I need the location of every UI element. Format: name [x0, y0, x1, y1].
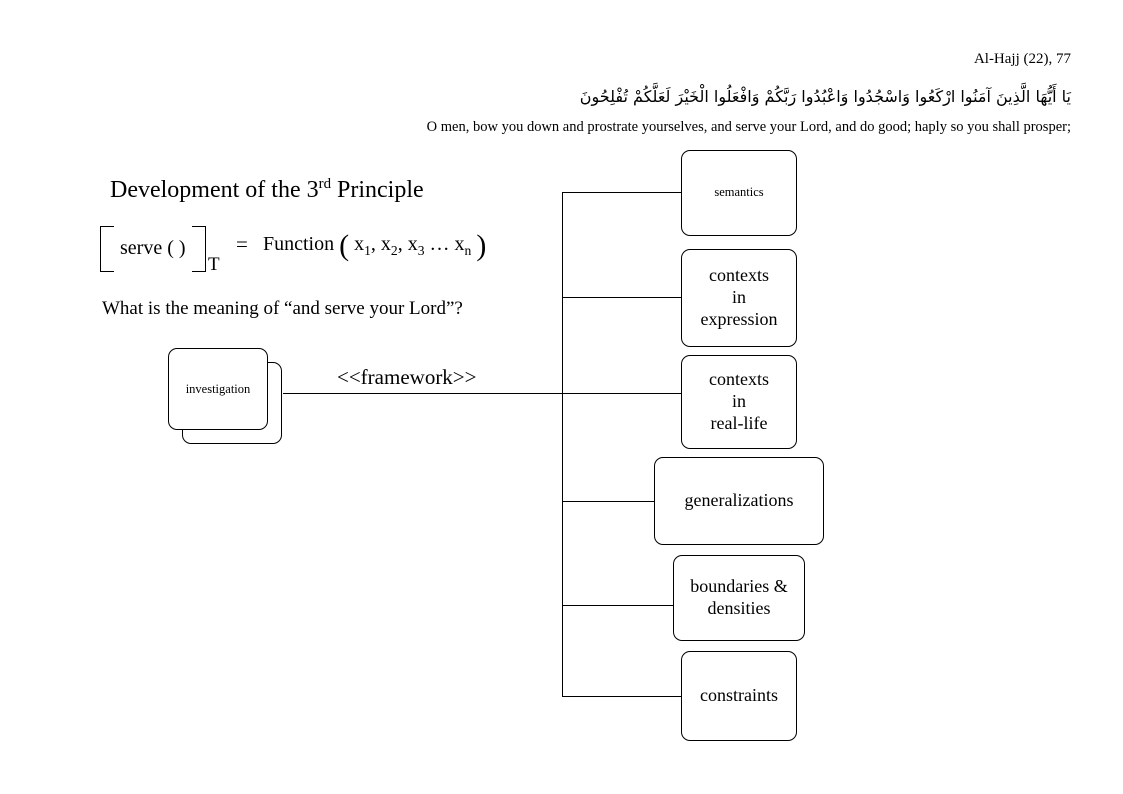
- investigation-node-front: investigation: [168, 348, 268, 430]
- page-title-ordinal-suffix: rd: [318, 176, 332, 192]
- connector-investigation-to-spine: [283, 393, 563, 395]
- formula-argument-4-subscript: n: [464, 243, 472, 258]
- node-constraints-label: constraints: [700, 685, 778, 706]
- page-title: Development of the 3rd Principle: [110, 175, 424, 205]
- formula-function-name: Function: [263, 233, 335, 255]
- formula-argument-1-subscript: 1: [364, 243, 371, 258]
- node-boundaries-densities-label: boundaries & densities: [690, 576, 788, 618]
- formula-argument-3-subscript: 3: [417, 243, 425, 258]
- node-boundaries-densities[interactable]: boundaries & densities: [673, 555, 805, 641]
- formula-close-paren: ): [476, 229, 487, 262]
- arabic-verse: يَا أَيُّهَا الَّذِينَ آمَنُوا ارْكَعُوا…: [579, 87, 1071, 106]
- scripture-reference: Al-Hajj (22), 77: [973, 51, 1071, 67]
- connector-branch-semantics: [562, 192, 682, 194]
- node-contexts-in-expression[interactable]: contexts in expression: [681, 249, 797, 347]
- connector-vertical-spine: [562, 192, 564, 697]
- connector-branch-generalizations: [562, 501, 655, 503]
- question-text: What is the meaning of “and serve your L…: [102, 298, 463, 319]
- connector-branch-contexts-in-real-life: [562, 393, 682, 395]
- formula-argument-4: xn: [454, 233, 472, 258]
- investigation-node-label: investigation: [185, 381, 251, 396]
- page-title-main: Development of the: [110, 177, 307, 203]
- formula-equals-sign: =: [236, 232, 248, 256]
- investigation-node[interactable]: investigation: [168, 348, 284, 446]
- formula-bracket-group: serve ( ): [100, 226, 206, 272]
- formula-argument-separator-3: …: [424, 233, 455, 255]
- node-semantics[interactable]: semantics: [681, 150, 797, 236]
- node-constraints[interactable]: constraints: [681, 651, 797, 741]
- connector-branch-constraints: [562, 696, 682, 698]
- node-generalizations-label: generalizations: [684, 490, 794, 511]
- formula-argument-2-subscript: 2: [390, 243, 398, 258]
- formula-open-paren: (: [339, 229, 350, 262]
- formula-bracket-content: serve ( ): [120, 236, 186, 259]
- connector-branch-contexts-in-expression: [562, 297, 682, 299]
- formula-arguments: x1, x2, x3 … xn: [354, 233, 476, 258]
- formula-subscript: T: [208, 254, 220, 275]
- formula-argument-separator-1: ,: [370, 233, 381, 255]
- node-contexts-in-real-life-label: contexts in real-life: [709, 369, 769, 433]
- verse-translation: O men, bow you down and prostrate yourse…: [426, 119, 1071, 135]
- formula-argument-1: x1: [354, 233, 371, 258]
- formula-function-part: Function ( x1, x2, x3 … xn ): [263, 229, 486, 263]
- framework-edge-label: <<framework>>: [337, 365, 477, 389]
- formula-argument-3: x3: [407, 233, 425, 258]
- node-semantics-label: semantics: [714, 185, 764, 200]
- page-title-tail: Principle: [331, 177, 424, 203]
- node-generalizations[interactable]: generalizations: [654, 457, 824, 545]
- node-contexts-in-expression-label: contexts in expression: [700, 265, 778, 329]
- node-contexts-in-real-life[interactable]: contexts in real-life: [681, 355, 797, 449]
- connector-branch-boundaries-densities: [562, 605, 674, 607]
- page-title-ordinal-number: 3: [306, 177, 319, 203]
- formula-argument-separator-2: ,: [397, 233, 408, 255]
- formula-expression: serve ( ): [100, 226, 206, 284]
- formula-argument-2: x2: [380, 233, 398, 258]
